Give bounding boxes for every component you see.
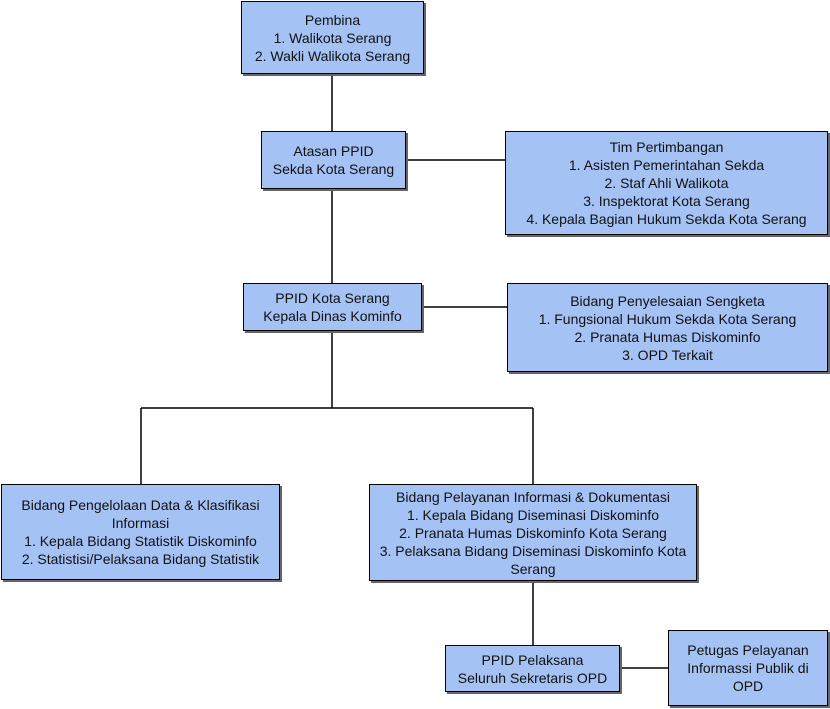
node-bidang-data-title: Bidang Pengelolaan Data & Klasifikasi In… [21,497,260,531]
node-tim-pertimbangan-item-1: 1. Asisten Pemerintahan Sekda [568,157,765,173]
node-pembina-item-2: 2. Wakli Walikota Serang [254,47,411,64]
node-pembina-title: Pembina [304,11,361,28]
node-petugas-pelayanan: Petugas Pelayanan Informassi Publik di O… [668,630,828,706]
node-bidang-sengketa-title: Bidang Penyelesaian Sengketa [570,292,765,309]
node-bidang-pengelolaan-data: Bidang Pengelolaan Data & Klasifikasi In… [1,484,280,580]
node-ppid-pelaksana-subtitle: Seluruh Sekretaris OPD [457,669,608,686]
node-bidang-pelayanan-item-1: 1. Kepala Bidang Diseminasi Diskominfo [406,506,660,523]
node-pembina-item-1: 1. Walikota Serang [273,29,392,46]
node-bidang-penyelesaian-sengketa: Bidang Penyelesaian Sengketa 1. Fungsion… [507,283,828,372]
node-bidang-data-item-1: 1. Kepala Bidang Statistik Diskominfo [24,533,257,549]
node-bidang-sengketa-item-2: 2. Pranata Humas Diskominfo [574,328,761,345]
node-tim-pertimbangan: Tim Pertimbangan 1. Asisten Pemerintahan… [505,131,828,235]
node-ppid-pelaksana: PPID Pelaksana Seluruh Sekretaris OPD [445,645,620,692]
node-bidang-pelayanan-title: Bidang Pelayanan Informasi & Dokumentasi [396,488,670,505]
node-bidang-pelayanan-item-2: 2. Pranata Humas Diskominfo Kota Serang [399,524,667,541]
node-ppid-kota-serang-title: PPID Kota Serang [275,290,390,306]
node-tim-pertimbangan-item-4: 4. Kepala Bagian Hukum Sekda Kota Serang [526,211,807,227]
node-pembina: Pembina 1. Walikota Serang 2. Wakli Wali… [241,1,424,74]
node-ppid-kota-serang: PPID Kota Serang Kepala Dinas Kominfo [243,283,422,331]
node-bidang-sengketa-item-1: 1. Fungsional Hukum Sekda Kota Serang [538,310,797,327]
node-bidang-pelayanan-informasi: Bidang Pelayanan Informasi & Dokumentasi… [369,484,697,581]
node-tim-pertimbangan-title: Tim Pertimbangan [609,139,724,155]
node-tim-pertimbangan-item-2: 2. Staf Ahli Walikota [604,175,729,191]
node-bidang-pelayanan-item-3: 3. Pelaksana Bidang Diseminasi Diskominf… [379,542,687,577]
node-ppid-pelaksana-title: PPID Pelaksana [481,651,584,668]
node-atasan-ppid-subtitle: Sekda Kota Serang [272,161,395,177]
node-atasan-ppid: Atasan PPID Sekda Kota Serang [261,131,406,189]
node-tim-pertimbangan-item-3: 3. Inspektorat Kota Serang [583,193,750,209]
node-petugas-title: Petugas Pelayanan Informassi Publik di O… [687,642,809,694]
node-ppid-kota-serang-subtitle: Kepala Dinas Kominfo [263,308,402,324]
node-bidang-sengketa-item-3: 3. OPD Terkait [622,346,713,363]
node-bidang-data-item-2: 2. Statistisi/Pelaksana Bidang Statistik [21,551,260,567]
node-atasan-ppid-title: Atasan PPID [293,143,374,159]
